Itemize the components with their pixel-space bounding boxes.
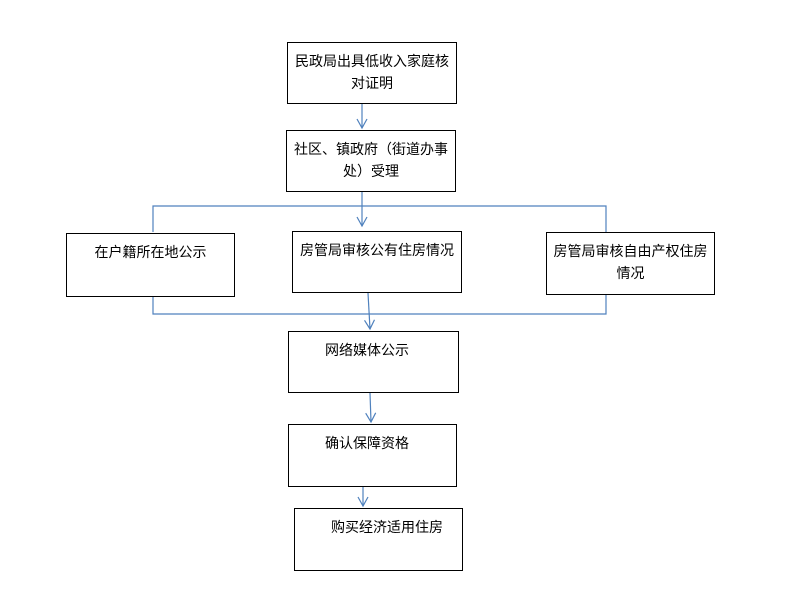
node-media-publicity-label: 网络媒体公示 — [325, 343, 409, 359]
node-housing-public: 房管局审核公有住房情况 — [292, 231, 462, 293]
node-purchase-label: 购买经济适用住房 — [331, 520, 443, 536]
node-housing-public-label: 房管局审核公有住房情况 — [300, 243, 454, 259]
node-housing-private: 房管局审核自由产权住房情况 — [546, 232, 715, 295]
node-housing-private-label: 房管局审核自由产权住房情况 — [553, 244, 708, 282]
top-split-bracket — [152, 205, 607, 232]
node-publicity-residence: 在户籍所在地公示 — [66, 233, 235, 297]
node-publicity-residence-label: 在户籍所在地公示 — [94, 245, 207, 261]
node-media-publicity: 网络媒体公示 — [288, 331, 459, 393]
arrow-merge-to-media-publicity — [364, 292, 376, 331]
node-certificate-label: 民政局出具低收入家庭核对证明 — [295, 54, 449, 92]
arrow-media-to-confirm — [365, 392, 377, 424]
node-confirm-eligibility: 确认保障资格 — [288, 424, 457, 487]
node-certificate: 民政局出具低收入家庭核对证明 — [287, 42, 457, 104]
node-purchase: 购买经济适用住房 — [294, 508, 463, 571]
bottom-merge-bracket — [152, 295, 607, 315]
node-community: 社区、镇政府（街道办事处）受理 — [286, 130, 456, 192]
node-confirm-eligibility-label: 确认保障资格 — [325, 436, 409, 452]
node-community-label: 社区、镇政府（街道办事处）受理 — [294, 142, 448, 180]
